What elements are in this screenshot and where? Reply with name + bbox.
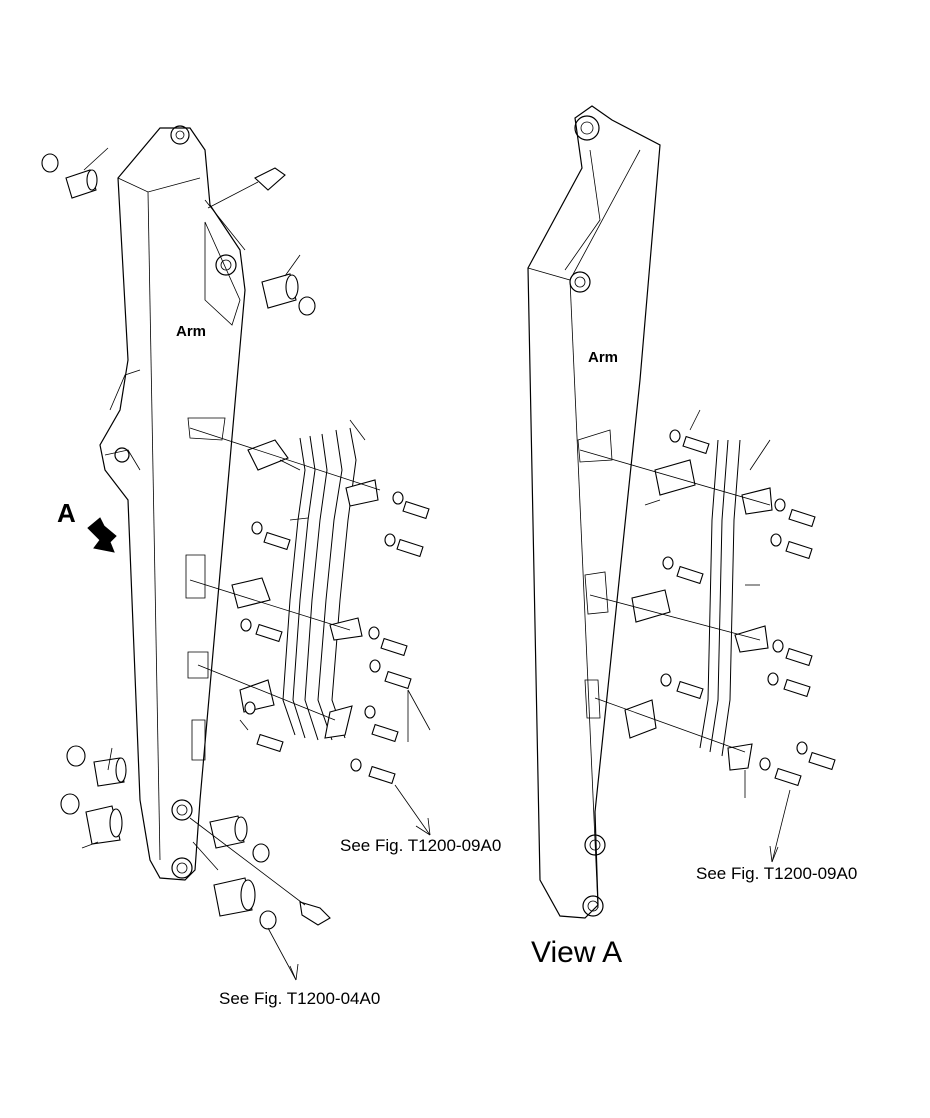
right-bolts-and-washers bbox=[660, 429, 836, 787]
right-arm-label: Arm bbox=[588, 349, 619, 366]
right-hose-assembly bbox=[579, 429, 836, 863]
left-bushings bbox=[41, 147, 331, 930]
ref-right: See Fig. T1200-09A0 bbox=[696, 864, 858, 883]
left-hose-assembly bbox=[189, 427, 431, 981]
left-arm-body bbox=[99, 125, 246, 881]
view-caption: View A bbox=[531, 936, 623, 969]
left-bolts-and-washers bbox=[240, 491, 430, 785]
view-marker-label: A bbox=[57, 498, 76, 528]
ref-top-left: See Fig. T1200-09A0 bbox=[340, 836, 502, 855]
leader-lines bbox=[239, 409, 771, 798]
left-arm-label: Arm bbox=[176, 323, 207, 340]
ref-bottom-left: See Fig. T1200-04A0 bbox=[219, 989, 381, 1008]
view-arrow-icon bbox=[87, 517, 117, 553]
right-arm-body bbox=[527, 105, 661, 919]
